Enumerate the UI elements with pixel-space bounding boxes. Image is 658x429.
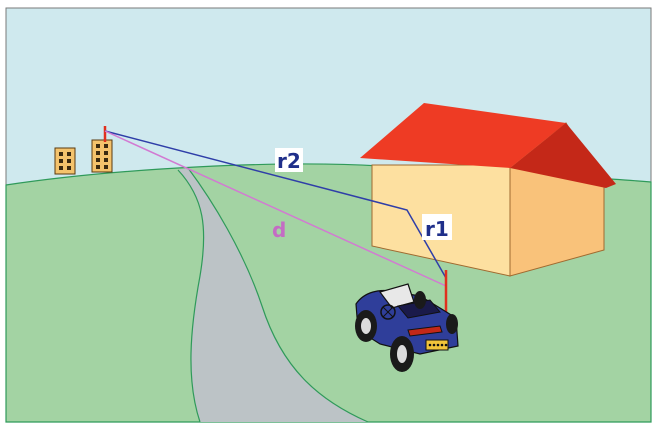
car-wheel-front-left <box>390 336 414 372</box>
label-r2: r2 <box>277 149 301 173</box>
label-d: d <box>272 218 286 242</box>
building-left <box>55 148 75 174</box>
building-right <box>92 140 112 172</box>
label-r1: r1 <box>425 217 449 241</box>
car-wheel-rear-left <box>355 310 377 342</box>
car-wheel-rear-right <box>414 291 426 309</box>
car-wheel-front-right <box>446 314 458 334</box>
